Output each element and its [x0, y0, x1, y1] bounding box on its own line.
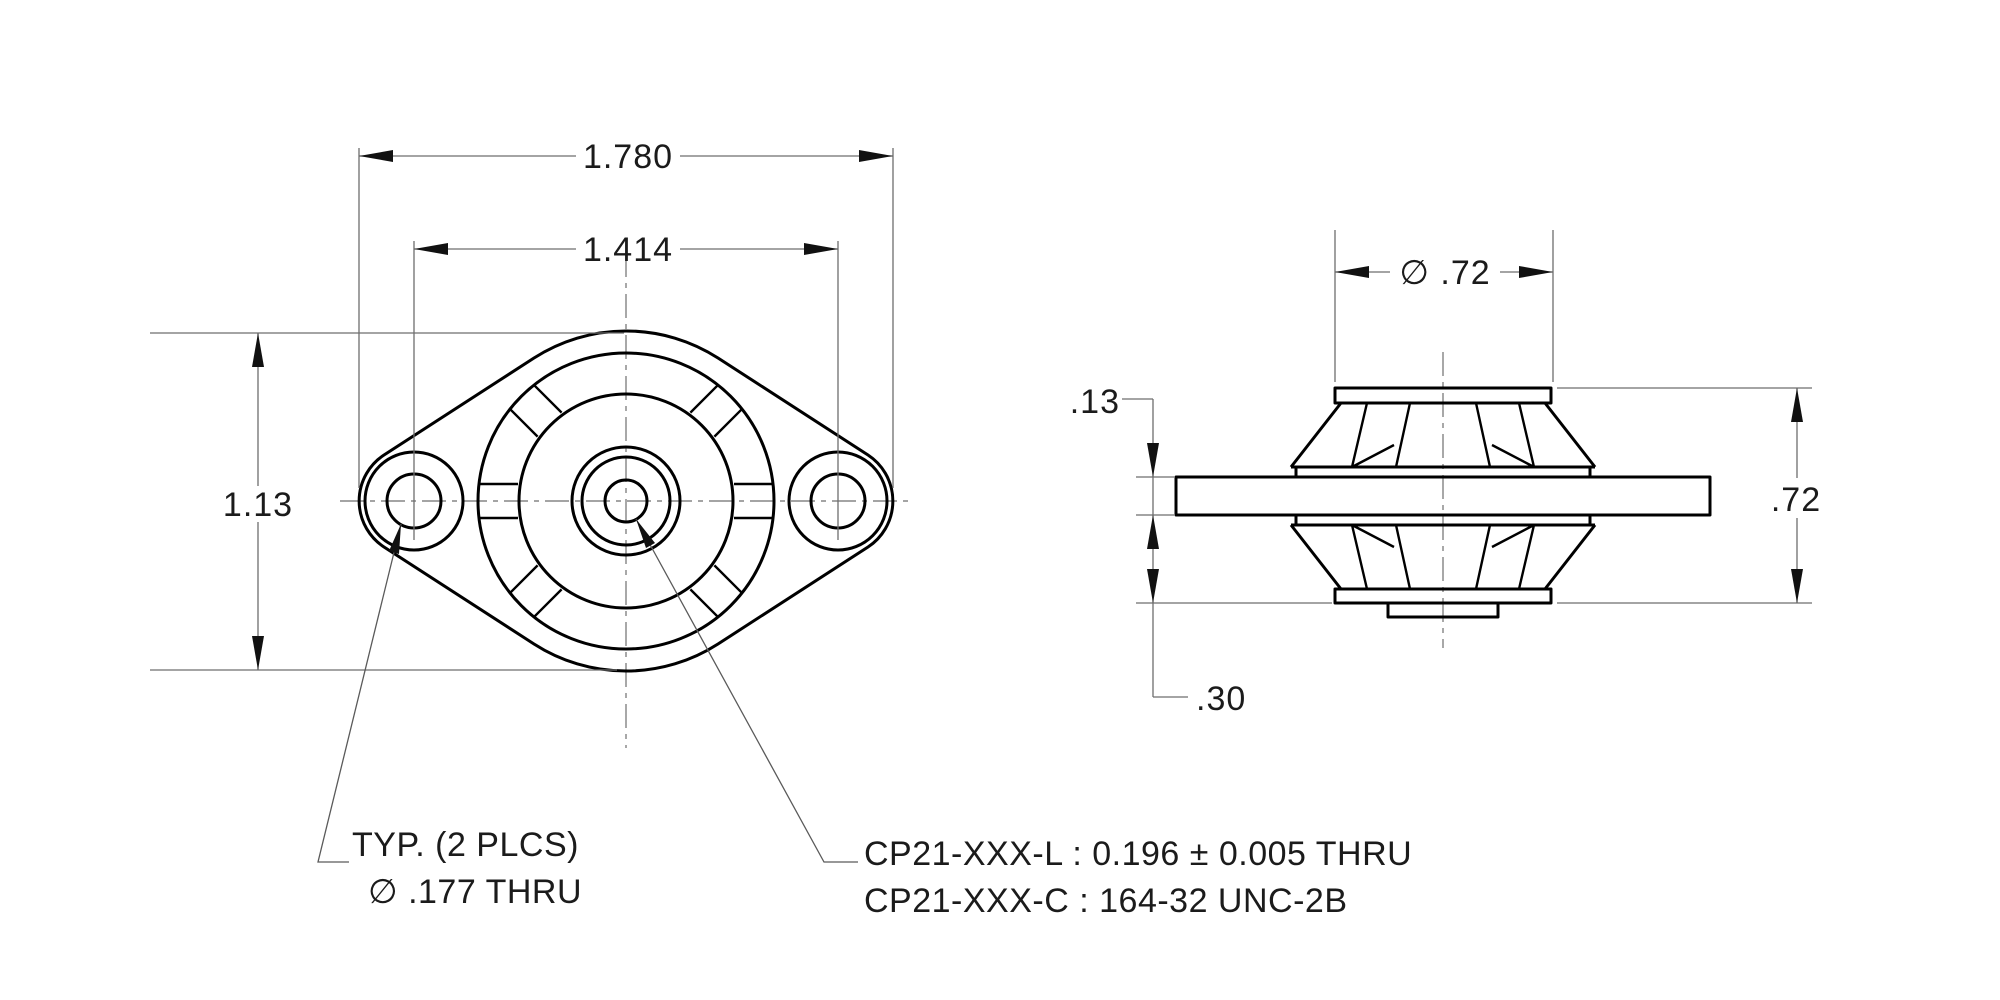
- dim-overall-height-value: 1.13: [223, 486, 293, 524]
- dim-hole-spacing-value: 1.414: [583, 231, 673, 269]
- dim-flange-thickness-and-lower: .13 .30: [1070, 383, 1332, 718]
- dim-overall-height: 1.13: [150, 332, 624, 671]
- dim-side-height-arrow-top: [1791, 388, 1803, 422]
- note-center-hole-line1: CP21-XXX-L : 0.196 ± 0.005 THRU: [864, 835, 1412, 873]
- dim-hole-spacing-arrow-left: [414, 243, 448, 255]
- flange-inner-ring-circle: [476, 351, 776, 651]
- side-top-cap: [1333, 386, 1553, 405]
- center-boss-outer-circle: [570, 445, 682, 557]
- side-lower-rib-lines: [1350, 523, 1536, 590]
- dim-overall-width-extension-lines: [358, 148, 894, 488]
- dim-lower-height-value: .30: [1196, 680, 1246, 718]
- dim-cap-diameter-value: ∅ .72: [1399, 254, 1490, 292]
- flange-outline: [357, 329, 895, 673]
- side-lower-band: [1291, 515, 1595, 527]
- dim-hole-spacing-extension-lines: [413, 241, 839, 540]
- note-center-hole: CP21-XXX-L : 0.196 ± 0.005 THRU CP21-XXX…: [635, 518, 1412, 920]
- dim-hole-spacing: 1.414: [413, 231, 839, 540]
- dim-overall-width-arrow-left: [359, 150, 393, 162]
- side-bottom-cap: [1333, 587, 1553, 605]
- side-upper-cone: [1289, 402, 1597, 469]
- note-mounting-holes-line2: ∅ .177 THRU: [368, 873, 582, 911]
- body-circle: [517, 392, 735, 610]
- note-center-hole-line2: CP21-XXX-C : 164-32 UNC-2B: [864, 882, 1348, 920]
- side-lower-cone: [1289, 524, 1597, 590]
- dim-cap-diameter-extension-lines: [1334, 230, 1554, 382]
- rib-web-lines: [478, 383, 774, 619]
- dim-cap-diameter-arrow-left: [1335, 266, 1369, 278]
- dim-overall-height-arrow-top: [252, 333, 264, 367]
- note-mounting-holes-leader-arrow: [389, 524, 401, 554]
- dim-hole-spacing-arrow-right: [804, 243, 838, 255]
- dim-flange-arrow-up: [1147, 515, 1159, 549]
- dim-overall-height-arrow-bottom: [252, 636, 264, 670]
- note-mounting-holes-leader: [317, 523, 402, 863]
- side-upper-band: [1294, 467, 1592, 477]
- dim-flange-thickness-value: .13: [1070, 383, 1120, 421]
- side-upper-rib-lines: [1350, 402, 1536, 469]
- note-mounting-holes: TYP. (2 PLCS) ∅ .177 THRU: [317, 523, 582, 911]
- dim-side-height-extension-lines: [1557, 387, 1812, 604]
- dim-side-height-arrow-bottom: [1791, 569, 1803, 603]
- dim-overall-height-extension-lines: [150, 332, 624, 671]
- side-view: ∅ .72 .13 .30 .72: [1070, 230, 1821, 718]
- dim-side-height: .72: [1557, 387, 1821, 604]
- front-view: 1.780 1.414 1.13 TYP. (2 PLCS) ∅ .177 TH…: [150, 138, 1412, 920]
- center-hole-circle: [603, 478, 649, 524]
- dim-overall-width: 1.780: [358, 138, 894, 488]
- dim-overall-width-value: 1.780: [583, 138, 673, 176]
- center-thread-circle: [580, 455, 672, 547]
- dim-overall-width-arrow-right: [859, 150, 893, 162]
- dim-flange-extension-lines: [1136, 476, 1174, 516]
- note-center-hole-leader: [635, 518, 858, 863]
- note-mounting-holes-line1: TYP. (2 PLCS): [352, 826, 579, 864]
- note-center-hole-leader-arrow: [636, 519, 655, 548]
- dim-side-height-value: .72: [1771, 481, 1821, 519]
- dim-lower-arrow-down: [1147, 569, 1159, 603]
- dim-cap-diameter-arrow-right: [1519, 266, 1553, 278]
- dim-flange-arrow-down: [1147, 443, 1159, 477]
- dim-cap-diameter: ∅ .72: [1334, 230, 1554, 382]
- side-bottom-nub: [1386, 603, 1500, 619]
- side-flange-plate: [1174, 475, 1712, 517]
